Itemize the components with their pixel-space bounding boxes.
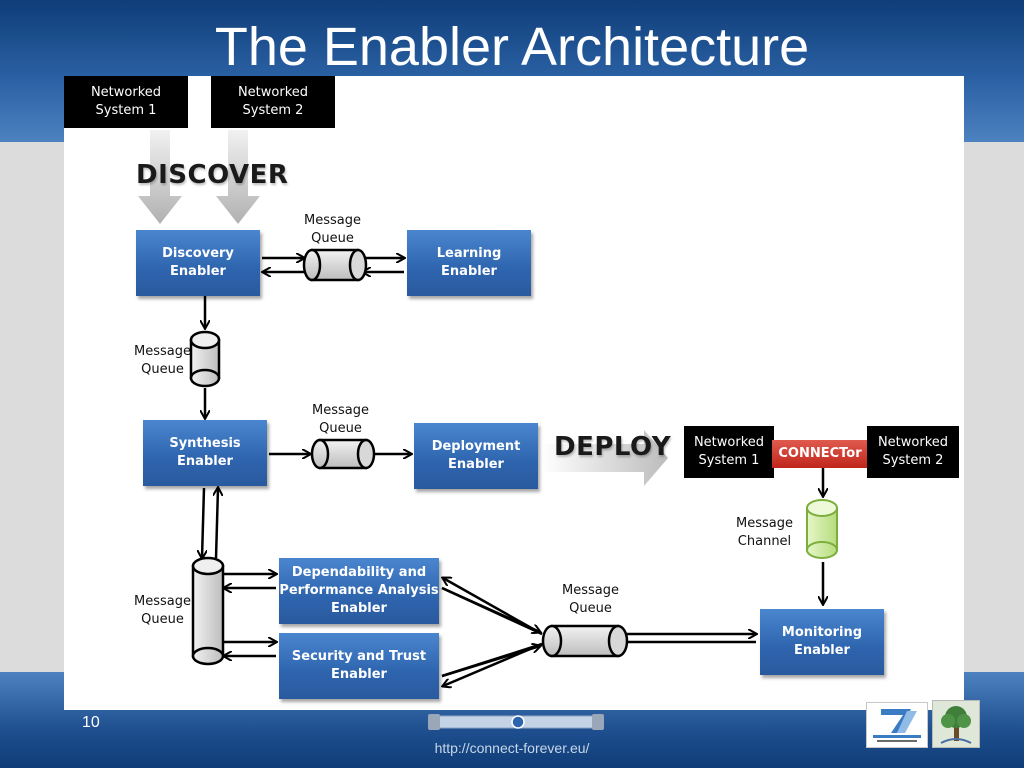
connector-box: CONNECTor <box>772 440 868 468</box>
label-queue-an-line2: Queue <box>141 612 184 627</box>
dependability-enabler-line1: Dependability and <box>291 565 427 580</box>
seventh-framework-logo-icon <box>866 702 928 748</box>
queue-analysis <box>191 556 225 666</box>
monitoring-enabler-line2: Enabler <box>794 643 850 658</box>
networked-system-2-line2: System 2 <box>242 103 304 118</box>
synthesis-enabler: Synthesis Enabler <box>143 420 267 486</box>
deploy-networked-system-1: Networked System 1 <box>684 426 774 478</box>
queue-discovery-learning <box>302 248 368 282</box>
deployment-enabler: Deployment Enabler <box>414 423 538 489</box>
footer-url: http://connect-forever.eu/ <box>434 740 590 756</box>
deploy-arrow <box>542 430 668 486</box>
learning-enabler-line2: Enabler <box>441 264 497 279</box>
security-enabler-line1: Security and Trust <box>291 649 427 664</box>
tree-logo-icon <box>932 700 980 748</box>
security-enabler-line2: Enabler <box>331 667 387 682</box>
dependability-enabler-line2: Performance Analysis <box>279 583 439 598</box>
label-queue-mon-line2: Queue <box>569 601 612 616</box>
synthesis-enabler-line1: Synthesis <box>169 436 241 451</box>
label-queue-an-line1: Message <box>134 594 191 609</box>
networked-system-2-line1: Networked <box>237 85 309 100</box>
deploy-ns2-line2: System 2 <box>882 453 944 468</box>
label-queue-analysis: Message Queue <box>134 593 191 629</box>
deploy-ns2-line1: Networked <box>877 435 949 450</box>
queue-synthesis-deployment <box>310 438 376 470</box>
label-queue-synthesis-deployment: Message Queue <box>312 402 369 438</box>
deploy-ns1-line1: Networked <box>693 435 765 450</box>
label-queue-discovery-learning: Message Queue <box>304 212 361 248</box>
label-queue-ds-line2: Queue <box>141 362 184 377</box>
networked-system-1-line2: System 1 <box>95 103 157 118</box>
queue-discovery-synthesis <box>189 330 221 388</box>
discovery-enabler-line1: Discovery <box>162 246 234 261</box>
synthesis-enabler-line2: Enabler <box>177 454 233 469</box>
label-queue-mon-line1: Message <box>562 583 619 598</box>
discover-arrow-2 <box>216 130 260 224</box>
learning-enabler: Learning Enabler <box>407 230 531 296</box>
diagram-connectors <box>138 130 838 710</box>
discover-arrow-1 <box>138 130 182 224</box>
deployment-enabler-line1: Deployment <box>431 439 521 454</box>
label-queue-discovery-synthesis: Message Queue <box>134 343 191 379</box>
label-queue-ds-line1: Message <box>134 344 191 359</box>
networked-system-1-box: Networked System 1 <box>64 76 188 128</box>
dependability-enabler: Dependability and Performance Analysis E… <box>279 558 439 624</box>
networked-system-2-box: Networked System 2 <box>211 76 335 128</box>
deploy-label: DEPLOY <box>554 432 672 462</box>
label-channel-line2: Channel <box>737 534 792 549</box>
tree-graphic <box>933 701 979 747</box>
message-channel <box>806 499 838 559</box>
diagram-canvas: Networked System 1 Networked System 2 DI… <box>64 76 964 710</box>
deploy-ns1-line2: System 1 <box>698 453 760 468</box>
slide-number: 10 <box>82 714 100 731</box>
label-channel-line1: Message <box>736 516 793 531</box>
queue-monitoring <box>541 624 629 658</box>
label-message-channel: Message Channel <box>736 515 793 551</box>
label-queue-dl-line2: Queue <box>311 231 354 246</box>
slide-title: The Enabler Architecture <box>214 17 810 77</box>
monitoring-enabler: Monitoring Enabler <box>760 609 884 675</box>
label-queue-monitoring: Message Queue <box>562 582 619 618</box>
learning-enabler-line1: Learning <box>436 246 502 261</box>
label-queue-sd-line2: Queue <box>319 421 362 436</box>
monitoring-enabler-line1: Monitoring <box>781 625 863 640</box>
seventh-framework-graphic <box>873 709 921 742</box>
discover-label: DISCOVER <box>136 160 289 190</box>
label-queue-dl-line1: Message <box>304 213 361 228</box>
connect-slider-icon <box>428 714 604 730</box>
security-enabler: Security and Trust Enabler <box>279 633 439 699</box>
discovery-enabler: Discovery Enabler <box>136 230 260 296</box>
discovery-enabler-line2: Enabler <box>170 264 226 279</box>
dependability-enabler-line3: Enabler <box>331 601 387 616</box>
networked-system-1-line1: Networked <box>90 85 162 100</box>
connector-label: CONNECTor <box>778 446 862 461</box>
deployment-enabler-line2: Enabler <box>448 457 504 472</box>
label-queue-sd-line1: Message <box>312 403 369 418</box>
deploy-networked-system-2: Networked System 2 <box>867 426 959 478</box>
